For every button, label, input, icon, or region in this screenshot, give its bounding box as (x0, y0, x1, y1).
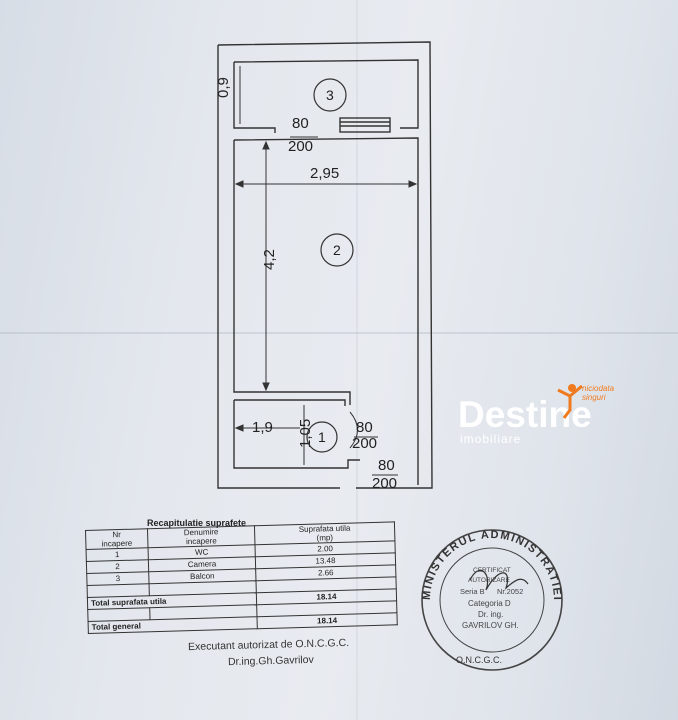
logo-subtitle: imobiliare (460, 432, 522, 446)
room-label-3: 3 (326, 87, 334, 103)
room-marker-1 (306, 421, 338, 453)
executant-name: Dr.ing.Gh.Gavrilov (227, 653, 314, 669)
room-label-2: 2 (333, 242, 341, 258)
logo-tagline: niciodata singuri (582, 384, 615, 402)
room-label-1: 1 (318, 429, 326, 445)
dim-wc-width: 1,9 (252, 419, 273, 436)
paper-fold-horizontal (0, 332, 678, 334)
summary-title: Recapitulatie suprafete (147, 518, 247, 528)
dim-door-wc-height: 200 (352, 435, 377, 452)
dim-wc-height: 1,05 (297, 419, 314, 448)
dim-door-top-width: 80 (292, 115, 309, 132)
watermark-logo: Destine imobiliare niciodata singuri (458, 380, 638, 450)
dim-door-wc-width: 80 (356, 419, 373, 436)
dim-entry-height: 200 (372, 475, 397, 492)
paper-fold-vertical (356, 0, 358, 720)
room-marker-3 (313, 78, 347, 112)
dim-top-height: 0,9 (215, 77, 232, 98)
dim-room-height: 4,2 (261, 249, 278, 270)
dim-door-top-height: 200 (288, 138, 313, 155)
dim-room-width: 2,95 (310, 165, 339, 182)
dim-entry-width: 80 (378, 457, 395, 474)
room-marker-2 (320, 233, 354, 267)
logo-figure-icon (557, 384, 583, 419)
